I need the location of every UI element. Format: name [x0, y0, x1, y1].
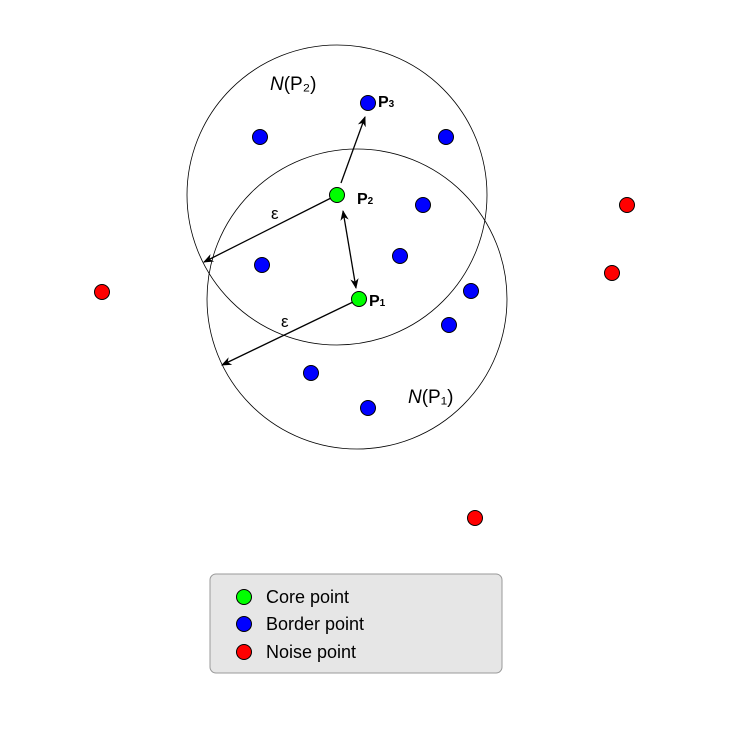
arrow-p2-p1	[340, 209, 359, 290]
noise-point	[619, 197, 635, 213]
label-p2: P2	[357, 191, 374, 208]
label-epsilon-p2: ε	[271, 204, 279, 223]
border-point	[254, 257, 270, 273]
label-n-p2: N(P₂)	[270, 74, 316, 95]
border-point	[360, 400, 376, 416]
legend-noise-marker	[236, 644, 252, 660]
legend: Core point Border point Noise point	[209, 573, 503, 674]
border-point	[463, 283, 479, 299]
neighborhood-p2-circle	[186, 44, 488, 346]
border-point	[303, 365, 319, 381]
core-point-p2	[329, 187, 345, 203]
core-point-p1	[351, 291, 367, 307]
legend-noise-label: Noise point	[266, 642, 356, 662]
noise-point	[94, 284, 110, 300]
legend-border-marker	[236, 616, 252, 632]
epsilon-arrow-p2	[203, 197, 332, 263]
noise-point	[604, 265, 620, 281]
noise-points	[94, 197, 635, 526]
neighborhood-p1-circle	[206, 148, 508, 450]
border-point	[441, 317, 457, 333]
legend-border-label: Border point	[266, 614, 364, 634]
legend-core-label: Core point	[266, 587, 349, 607]
border-point-p3	[360, 95, 376, 111]
legend-core-marker	[236, 589, 252, 605]
border-point	[438, 129, 454, 145]
label-p1: P1	[369, 293, 386, 310]
border-point	[252, 129, 268, 145]
epsilon-arrow-p1	[221, 301, 354, 366]
border-point	[415, 197, 431, 213]
border-point	[392, 248, 408, 264]
arrow-p2-to-p3	[340, 116, 366, 184]
core-points	[329, 187, 367, 307]
label-p3: P3	[378, 94, 395, 111]
legend-box	[209, 573, 503, 674]
label-epsilon-p1: ε	[281, 312, 289, 331]
label-n-p1: N(P₁)	[408, 387, 453, 408]
noise-point	[467, 510, 483, 526]
border-points	[252, 95, 479, 416]
